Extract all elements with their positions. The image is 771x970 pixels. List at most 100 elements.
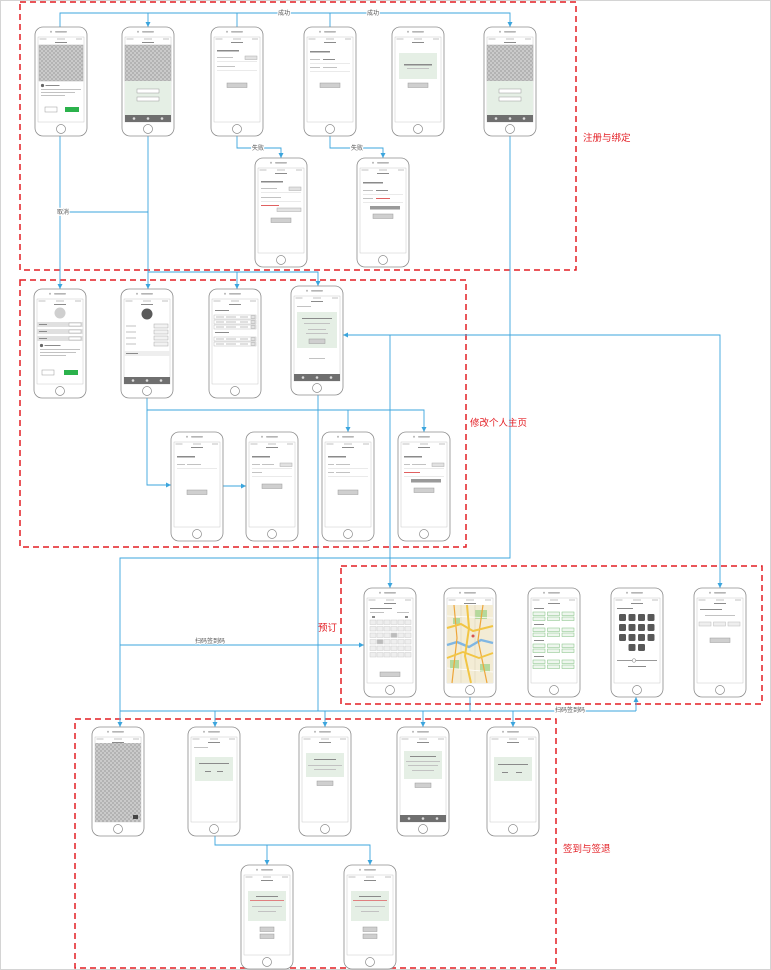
calendar-day <box>376 645 384 651</box>
status-carrier <box>213 300 221 302</box>
screen-title <box>714 603 726 604</box>
bind-button <box>498 88 522 94</box>
camera-dot <box>49 292 51 295</box>
error-bar <box>370 206 400 210</box>
status-battery <box>252 38 258 40</box>
home-button <box>56 124 66 134</box>
status-carrier <box>192 738 200 740</box>
photo-placeholder <box>38 44 84 82</box>
submit-button <box>226 82 248 88</box>
input-underline <box>217 61 257 62</box>
error-message <box>404 472 420 473</box>
status-time <box>114 738 122 740</box>
text-line <box>226 326 236 328</box>
text-line <box>412 464 426 465</box>
flow-profile-edit <box>146 397 427 432</box>
calendar-day <box>397 645 405 651</box>
section-label-booking: 预订 <box>318 623 338 634</box>
save-button <box>337 489 359 495</box>
status-battery <box>485 599 491 601</box>
calendar-day <box>390 645 398 651</box>
camera-dot <box>502 730 504 733</box>
speaker-slot <box>342 436 354 438</box>
screen-title <box>266 447 278 448</box>
flow-to-home <box>148 271 321 286</box>
save-button <box>186 489 208 495</box>
slot-group-label <box>534 656 544 657</box>
edge-label-fail: 失败 <box>252 144 264 152</box>
status-carrier <box>259 169 267 171</box>
menu-row <box>124 351 170 356</box>
speaker-slot <box>141 293 153 295</box>
camera-dot <box>709 591 711 594</box>
field-input <box>68 329 82 334</box>
screen-area <box>324 441 372 528</box>
form-heading <box>363 182 383 184</box>
phone-booking-seats <box>610 587 664 698</box>
speaker-slot <box>507 731 519 733</box>
speaker-slot <box>266 436 278 438</box>
status-time <box>231 300 239 302</box>
status-battery <box>735 599 741 601</box>
phone-screen <box>301 736 349 823</box>
field-label <box>126 337 136 339</box>
list-heading <box>215 332 229 333</box>
time-slot <box>532 611 546 616</box>
photo-placeholder <box>124 44 172 82</box>
tab-icon <box>508 117 512 120</box>
form-row <box>37 322 83 327</box>
map-marker-icon <box>471 634 475 638</box>
home-button <box>113 824 123 834</box>
screen-title <box>319 742 331 743</box>
speaker-slot <box>714 592 726 594</box>
status-time <box>210 738 218 740</box>
status-battery <box>163 38 169 40</box>
phone-screen <box>37 36 85 123</box>
status-battery <box>282 876 288 878</box>
send-code-button <box>279 462 293 467</box>
screen-title <box>364 880 376 881</box>
input-underline <box>310 63 350 64</box>
flow-login-success <box>59 12 513 27</box>
status-carrier <box>39 38 47 40</box>
input-underline <box>328 468 368 469</box>
status-carrier <box>448 599 456 601</box>
camera-dot <box>359 868 361 871</box>
status-carrier <box>401 738 409 740</box>
status-time <box>263 876 271 878</box>
text-line <box>216 343 224 345</box>
seat <box>628 644 636 651</box>
avatar-placeholder <box>54 307 66 319</box>
tab-icon <box>131 379 135 382</box>
status-time <box>466 599 474 601</box>
phone-booking-calendar <box>363 587 417 698</box>
text-line <box>328 464 334 465</box>
status-carrier <box>698 599 706 601</box>
speaker-slot <box>418 436 430 438</box>
status-carrier <box>396 38 404 40</box>
error-bar <box>411 479 441 483</box>
status-battery <box>652 599 658 601</box>
slider-caption <box>628 666 646 667</box>
phone-phone-error <box>254 157 308 268</box>
calendar-day <box>383 619 391 625</box>
save-button <box>413 487 435 493</box>
calendar-day <box>383 632 391 638</box>
home-button <box>465 685 475 695</box>
text-line <box>240 343 248 345</box>
text-line <box>261 197 281 198</box>
edge-label-cancel: 取消 <box>57 208 69 216</box>
status-time <box>144 38 152 40</box>
field-label <box>39 338 47 339</box>
main-road <box>446 623 494 632</box>
secondary-button <box>362 933 378 939</box>
field-value <box>153 335 169 341</box>
connector-layer <box>57 12 723 865</box>
status-carrier <box>175 443 183 445</box>
screen-title <box>324 42 336 43</box>
phone-screen <box>346 874 394 956</box>
primary-button <box>362 926 378 932</box>
status-battery <box>287 443 293 445</box>
input-underline <box>252 476 292 477</box>
option-label <box>502 772 508 773</box>
